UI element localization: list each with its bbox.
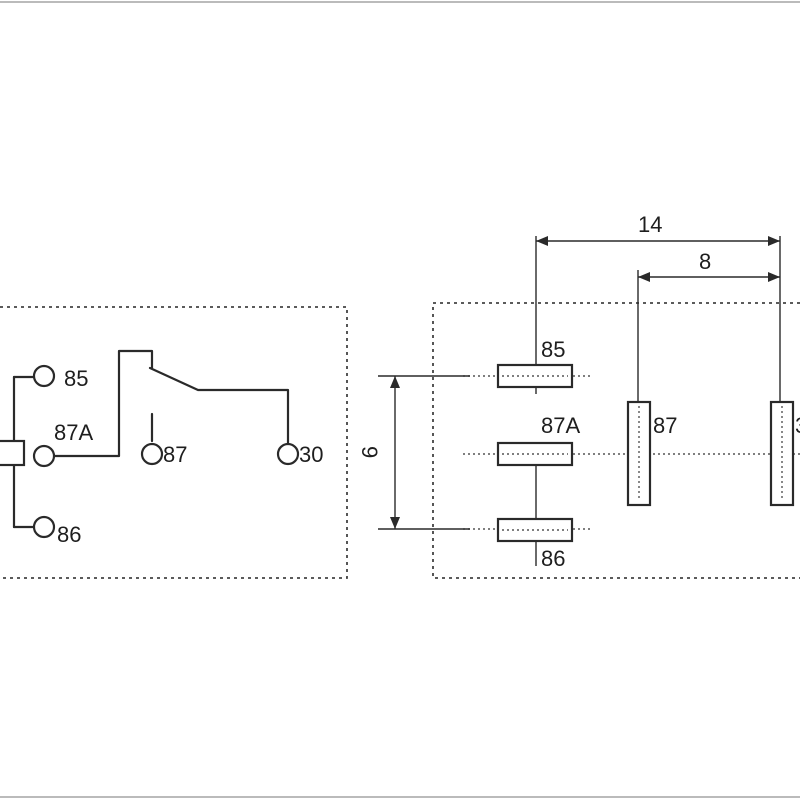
dimension-14: 14 [638, 212, 662, 237]
pin-label-86: 86 [541, 546, 565, 571]
pin-85 [496, 363, 574, 389]
schematic-outline [0, 306, 348, 579]
pin-label-87a: 87A [541, 413, 580, 438]
switch-blade [148, 366, 290, 445]
arrow-bottom-9 [390, 517, 400, 529]
coil-symbol [0, 439, 26, 467]
pin-label-85: 85 [541, 337, 565, 362]
pinout-panel: 85 87A 87 86 3 14 8 9 [357, 212, 800, 579]
pin-label-30: 3 [795, 413, 800, 438]
terminal-85 [32, 364, 56, 388]
pin-87 [626, 400, 652, 507]
pin-87a [496, 441, 574, 467]
pinout-outline [432, 302, 800, 579]
terminal-87a [32, 444, 56, 468]
pin-label-87: 87 [653, 413, 677, 438]
dimension-9: 9 [357, 446, 382, 458]
label-86: 86 [57, 522, 81, 547]
label-30: 30 [299, 442, 323, 467]
terminal-86 [32, 515, 56, 539]
wire-87a [52, 349, 154, 458]
arrow-right-14 [768, 236, 780, 246]
label-87: 87 [163, 442, 187, 467]
label-85: 85 [64, 366, 88, 391]
dimension-8: 8 [699, 249, 711, 274]
label-87a: 87A [54, 420, 93, 445]
terminal-30 [276, 442, 300, 466]
pin-86 [496, 517, 574, 543]
pin-30 [769, 400, 795, 507]
schematic-panel: 85 87A 87 30 86 [0, 306, 348, 579]
arrow-left-8 [638, 272, 650, 282]
arrow-left-14 [536, 236, 548, 246]
arrow-right-8 [768, 272, 780, 282]
terminal-87 [140, 442, 164, 466]
arrow-top-9 [390, 376, 400, 388]
